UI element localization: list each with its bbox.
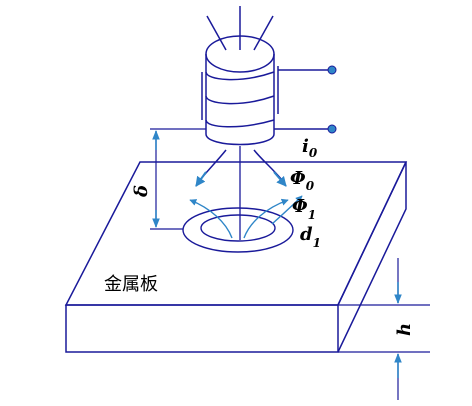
eddy-flux-lines bbox=[189, 195, 303, 239]
eddy-flux-arrow-right bbox=[271, 195, 303, 225]
label-current: i0 bbox=[302, 136, 318, 160]
label-eddy-flux: Φ1 bbox=[292, 196, 316, 222]
label-primary-flux: Φ0 bbox=[290, 168, 315, 193]
plate-front-face bbox=[65, 304, 339, 353]
eddy-current-ring bbox=[182, 207, 294, 253]
eddy-ring-inner bbox=[200, 214, 276, 242]
primary-flux-arrows bbox=[195, 171, 287, 187]
label-liftoff: δ bbox=[131, 185, 152, 198]
label-eddy-diameter: d1 bbox=[300, 224, 321, 250]
metal-plate bbox=[64, 161, 408, 353]
label-metal-plate: 金属板 bbox=[104, 274, 158, 295]
coil-windings bbox=[201, 66, 279, 128]
plate-side-face bbox=[337, 161, 407, 353]
eddy-ring-outer bbox=[182, 207, 294, 253]
thickness-dimension bbox=[338, 258, 430, 400]
label-thickness: h bbox=[394, 323, 415, 336]
terminal-bottom bbox=[327, 124, 337, 134]
terminal-top bbox=[327, 65, 337, 75]
primary-flux-lines bbox=[199, 149, 283, 181]
probe bbox=[201, 6, 328, 146]
liftoff-dimension bbox=[150, 128, 206, 230]
